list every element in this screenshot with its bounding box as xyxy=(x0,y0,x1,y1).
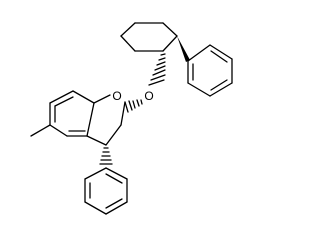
ether-oxygen-atom: O xyxy=(144,89,153,103)
methyl-bond xyxy=(30,124,51,137)
upper-phenyl-ring xyxy=(187,44,233,97)
wedge-bond-phenyl xyxy=(177,36,190,62)
lower-phenyl-ring xyxy=(84,167,128,215)
ring-oxygen-atom: O xyxy=(112,89,121,103)
hashed-bond-phenyl xyxy=(99,147,113,165)
hashed-bond-acetal xyxy=(124,99,143,113)
structure-diagram: O O xyxy=(30,22,233,215)
cyclohexane-ring xyxy=(120,22,178,52)
ether-oxygen-label: O xyxy=(144,89,153,103)
hashed-bond-ether xyxy=(148,53,166,86)
benzo-ring xyxy=(49,90,95,137)
pyran-ring xyxy=(86,94,126,146)
ring-oxygen-label: O xyxy=(112,89,121,103)
